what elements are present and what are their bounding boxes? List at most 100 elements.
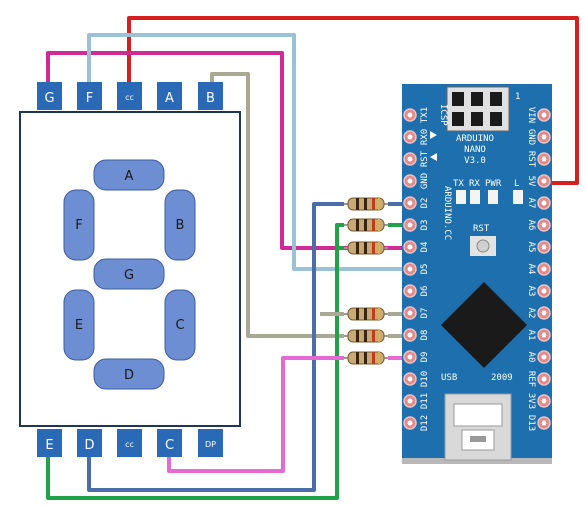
segment-c: C bbox=[164, 289, 196, 361]
board-pin-label: A7 bbox=[526, 198, 536, 209]
board-pin-d11: D11 bbox=[403, 393, 430, 409]
board-site-label: ARDUINO.CC bbox=[442, 186, 452, 240]
display-top-pin-2: cc bbox=[117, 82, 142, 110]
reset-button[interactable] bbox=[470, 236, 496, 256]
board-pin-d8: D8 bbox=[403, 328, 430, 342]
display-top-pin-label: G bbox=[44, 91, 54, 106]
board-title-line-2: NANO bbox=[464, 145, 486, 155]
board-pin-d10: D10 bbox=[403, 371, 430, 387]
board-pin-label: D12 bbox=[420, 415, 430, 431]
led-rx bbox=[470, 190, 480, 204]
board-pin-label: A2 bbox=[526, 308, 536, 319]
resistor-3 bbox=[344, 307, 388, 321]
board-pin-tx1: TX1 bbox=[403, 107, 430, 123]
reset-label: RST bbox=[473, 224, 490, 234]
segment-f: F bbox=[63, 189, 95, 261]
led-l bbox=[513, 190, 523, 204]
usb-connector bbox=[444, 393, 512, 461]
led-pwr bbox=[488, 190, 498, 204]
icsp-header bbox=[446, 86, 510, 132]
segment-label: E bbox=[75, 318, 83, 333]
segment-label: A bbox=[125, 169, 134, 184]
segment-label: C bbox=[175, 318, 184, 333]
resistor-2 bbox=[344, 241, 388, 255]
board-pin-label: RST bbox=[526, 151, 536, 168]
board-pin-label: GND bbox=[526, 129, 536, 145]
board-pin-label: D8 bbox=[420, 330, 430, 341]
board-pin-3v3: 3V3 bbox=[526, 393, 551, 409]
usb-label: USB bbox=[441, 373, 457, 383]
board-title-line-1: ARDUINO bbox=[456, 134, 494, 144]
board-pin-a6: A6 bbox=[526, 218, 551, 232]
resistor-1 bbox=[344, 218, 388, 232]
board-pin-rx0: RX0 bbox=[403, 129, 430, 145]
board-pin-vin: VIN bbox=[526, 107, 551, 123]
resistor-5 bbox=[344, 351, 388, 365]
board-pin-rst: RST bbox=[403, 150, 430, 167]
segment-g: G bbox=[93, 258, 165, 290]
icsp-label: ICSP bbox=[438, 104, 448, 126]
board-pin-a1: A1 bbox=[526, 328, 551, 342]
board-pin-label: A0 bbox=[526, 352, 536, 363]
board-pin-label: D6 bbox=[420, 286, 430, 297]
status-leds: TX RX PWR L bbox=[453, 179, 523, 204]
wire-green-jump bbox=[335, 223, 344, 248]
display-top-pin-4: B bbox=[198, 82, 223, 110]
led-label-rx: RX bbox=[469, 179, 480, 189]
segment-label: G bbox=[124, 268, 134, 283]
display-bottom-pin-0: E bbox=[37, 429, 62, 457]
display-bottom-pin-label: E bbox=[45, 438, 53, 453]
arduino-nano-board: ICSP 1 ARDUINO NANO V3.0 ARDUINO.CC TX R… bbox=[402, 84, 552, 464]
tx-arrow-icon bbox=[430, 131, 437, 139]
board-pin-gnd: GND bbox=[526, 129, 551, 145]
display-top-pin-1: F bbox=[77, 82, 102, 110]
board-pin-label: RST bbox=[420, 150, 430, 167]
board-pin-ref: REF bbox=[526, 371, 551, 387]
resistors bbox=[344, 197, 388, 365]
board-pin-d4: D4 bbox=[403, 240, 430, 254]
board-pin-label: D2 bbox=[420, 198, 430, 209]
wire-navy-d-to-d2 bbox=[87, 202, 344, 492]
board-pin-label: A3 bbox=[526, 286, 536, 297]
board-pin-d7: D7 bbox=[403, 306, 430, 320]
microcontroller-chip bbox=[441, 282, 527, 368]
display-top-pin-label: B bbox=[206, 91, 215, 106]
segment-b: B bbox=[164, 189, 196, 261]
segment-label: F bbox=[75, 218, 82, 233]
resistor-4 bbox=[344, 329, 388, 343]
board-pin-label: GND bbox=[420, 173, 430, 189]
display-top-pin-label: F bbox=[86, 91, 93, 106]
resistor-0 bbox=[344, 197, 388, 211]
board-pin-label: RX0 bbox=[420, 129, 430, 145]
display-bottom-pin-3: C bbox=[157, 429, 182, 457]
wire-lightblue-f-to-d5 bbox=[87, 33, 412, 271]
board-pin-label: D3 bbox=[420, 220, 430, 231]
display-top-pin-label: cc bbox=[125, 93, 134, 102]
board-pin-a4: A4 bbox=[526, 262, 551, 276]
board-pin-a2: A2 bbox=[526, 306, 551, 320]
board-pin-a7: A7 bbox=[526, 196, 551, 210]
display-bottom-pin-label: DP bbox=[205, 440, 216, 449]
display-top-pin-0: G bbox=[37, 82, 62, 110]
led-label-pwr: PWR bbox=[485, 179, 502, 189]
board-pin-label: D13 bbox=[526, 415, 536, 431]
icsp-pin-one: 1 bbox=[515, 92, 520, 102]
wire-pink-c-to-d9 bbox=[167, 356, 344, 473]
segment-d: D bbox=[93, 358, 165, 390]
display-bottom-pin-2: cc bbox=[117, 429, 142, 457]
board-pin-a3: A3 bbox=[526, 284, 551, 298]
led-label-l: L bbox=[514, 179, 519, 189]
segment-label: D bbox=[124, 368, 134, 383]
board-pin-label: D5 bbox=[420, 264, 430, 275]
board-pin-d2: D2 bbox=[403, 196, 430, 210]
board-pin-label: A1 bbox=[526, 330, 536, 341]
board-pin-label: VIN bbox=[526, 107, 536, 123]
board-pin-gnd: GND bbox=[403, 173, 430, 189]
display-bottom-pin-label: D bbox=[84, 438, 94, 453]
display-bottom-pin-label: cc bbox=[125, 440, 134, 449]
rx-arrow-icon bbox=[430, 153, 437, 161]
board-pin-label: REF bbox=[526, 371, 536, 387]
segments: A B C D E F G bbox=[63, 159, 196, 390]
